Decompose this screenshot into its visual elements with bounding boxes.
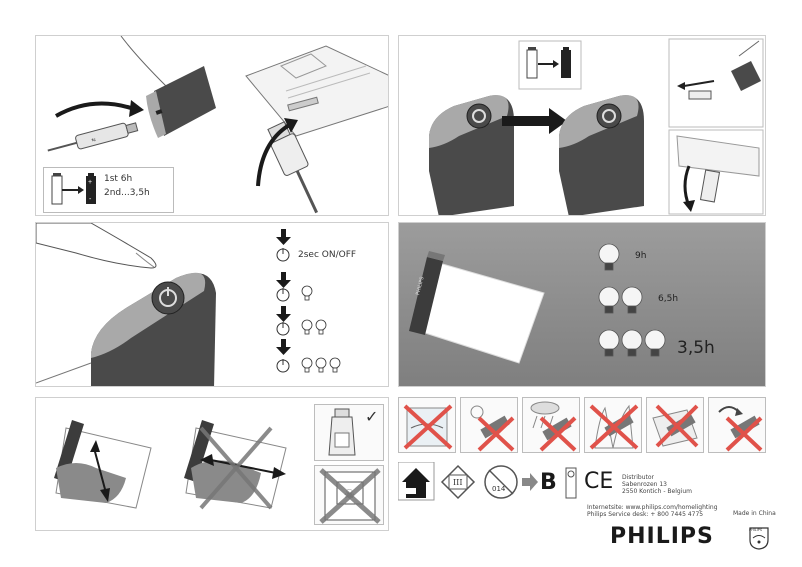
- svg-text:+: +: [88, 179, 92, 186]
- chemical-forbidden-tile: ☠: [314, 465, 384, 525]
- cover-icon: [652, 404, 699, 448]
- service-line: Philips Service desk: + 800 7445 4775: [587, 511, 704, 518]
- compliance-symbols: [398, 462, 577, 501]
- bulb-icon: [598, 243, 666, 357]
- spray-bottle-icon: [328, 408, 356, 456]
- power-steps: [276, 229, 341, 373]
- plant-icon: [589, 404, 639, 450]
- energy-class: B: [540, 470, 557, 495]
- battery-icon: + -: [51, 173, 96, 205]
- warning-tiles: [398, 397, 766, 455]
- charge-indicator-panel: [398, 35, 766, 216]
- diffuser-illustration: [54, 420, 287, 510]
- water-icon: [403, 404, 453, 450]
- indoor-use-icon: [398, 462, 435, 501]
- distributor-line: Sabenrozen 13: [622, 481, 667, 488]
- charge-time-next: 2nd...3,5h: [104, 188, 150, 198]
- ce-mark: CE: [584, 469, 614, 494]
- bulb-icon: [565, 467, 577, 499]
- rain-icon: [530, 401, 577, 452]
- brand-shield-icon: PHILIPS: [748, 526, 770, 550]
- no-water-tile: [398, 397, 456, 453]
- distributor-line: Distributor: [622, 474, 655, 481]
- hold-label: 2sec ON/OFF: [298, 250, 357, 260]
- drop-icon: [718, 406, 763, 452]
- no-sun-tile: [460, 397, 518, 453]
- no-rain-tile: [522, 397, 580, 453]
- svg-text:-: -: [89, 196, 92, 203]
- diffuser-panel: ✓ ☠: [35, 397, 389, 531]
- runtime-three-bulbs: 3,5h: [677, 338, 715, 358]
- bulb-icon: [301, 285, 341, 373]
- cleaning-ok-tile: ✓: [314, 404, 384, 461]
- temperature-icon: [484, 465, 518, 499]
- charge-indicator-illustration: [429, 38, 764, 215]
- runtime-illustration: [409, 243, 666, 364]
- runtime-two-bulbs: 6,5h: [658, 294, 679, 304]
- charge-time-first: 1st 6h: [104, 174, 133, 184]
- sun-icon: [470, 405, 515, 452]
- runtime-one-bulb: 9h: [635, 251, 647, 261]
- power-button-panel: 2sec ON/OFF: [35, 222, 389, 387]
- usb-charging-panel: ⇆ + - 1st 6h 2nd...3,5h: [35, 35, 389, 216]
- made-in-label: Made in China: [733, 510, 776, 517]
- usb-charging-illustration: ⇆: [47, 36, 388, 214]
- brand-shield-text: PHILIPS: [749, 528, 763, 532]
- brand-logo: PHILIPS: [610, 524, 714, 549]
- temperature-code: 014: [492, 485, 506, 493]
- down-arrow-icon: [276, 229, 291, 355]
- charge-time-box: + - 1st 6h 2nd...3,5h: [43, 167, 174, 213]
- no-drop-tile: [708, 397, 766, 453]
- no-cover-tile: [646, 397, 704, 453]
- energy-arrow-icon: [522, 473, 538, 491]
- hazard-chemical-icon: ☠: [319, 468, 381, 524]
- runtime-panel: PHILIPS 9h 6,5h 3,5h: [398, 222, 766, 387]
- class-three-icon: [440, 464, 476, 500]
- class-three-label: III: [453, 478, 463, 487]
- distributor-block: Distributor Sabenrozen 13 2550 Kontich -…: [622, 474, 692, 495]
- power-button-illustration: [36, 223, 216, 386]
- no-garden-tile: [584, 397, 642, 453]
- distributor-line: 2550 Kontich - Belgium: [622, 488, 692, 495]
- ok-check: ✓: [365, 407, 379, 426]
- svg-text:⇆: ⇆: [91, 137, 97, 144]
- power-button-icon: [276, 248, 290, 373]
- website-line: Internetsite: www.philips.com/homelighti…: [587, 504, 718, 511]
